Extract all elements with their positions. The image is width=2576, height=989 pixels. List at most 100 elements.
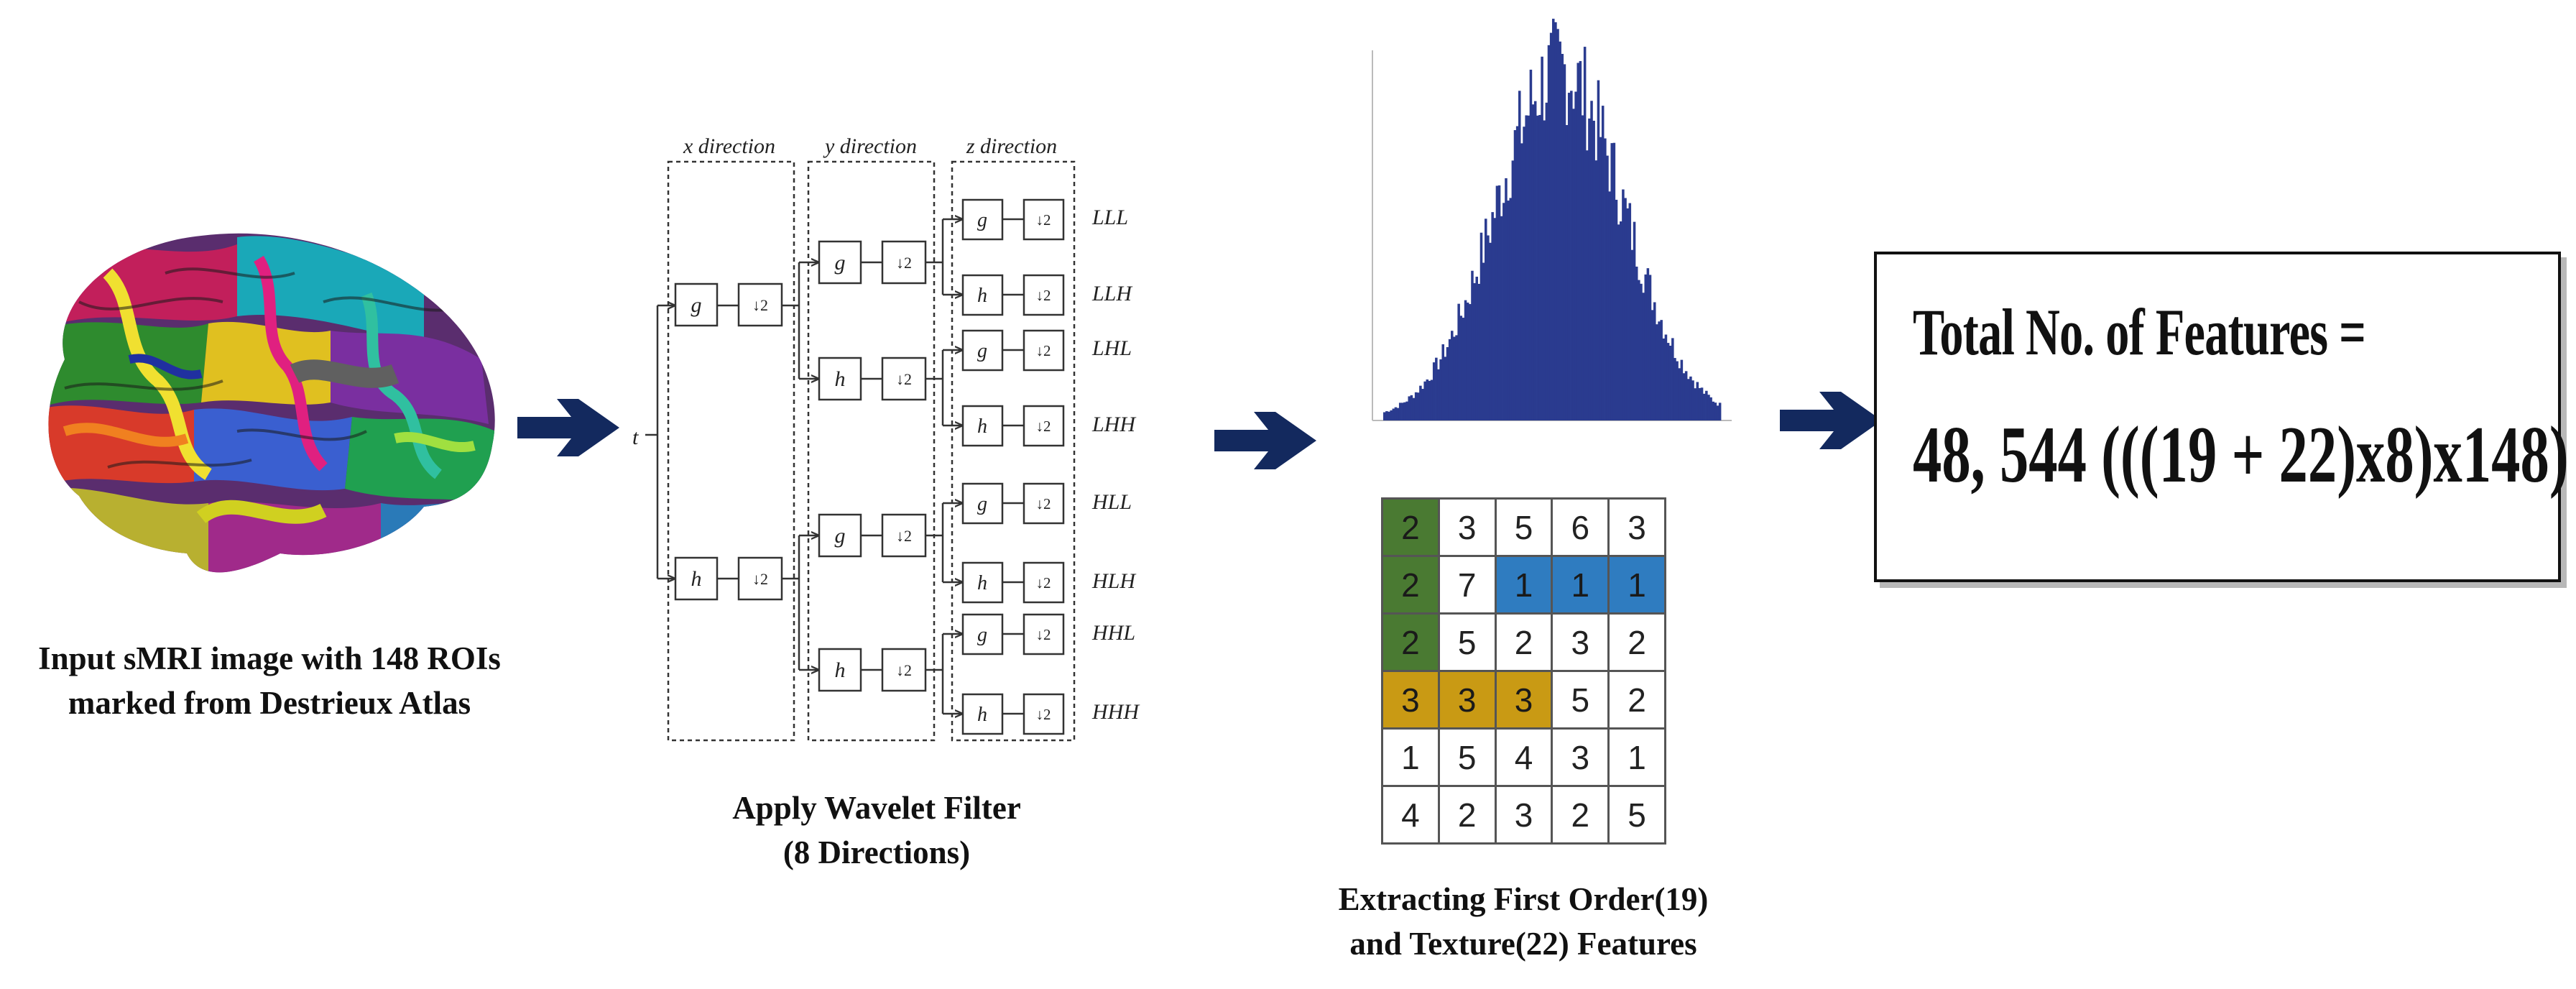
- z-filter-lhh: h ↓2: [961, 405, 1065, 447]
- svg-text:g: g: [835, 251, 846, 275]
- histogram-bar: [1606, 155, 1609, 421]
- matrix-cell: 6: [1551, 497, 1610, 557]
- matrix-cell: 2: [1381, 555, 1440, 615]
- histogram-bar: [1408, 396, 1411, 420]
- output-label-hlh: HLH: [1091, 569, 1137, 593]
- histogram-bar: [1646, 268, 1650, 420]
- histogram-bar: [1574, 91, 1577, 421]
- histogram-bar: [1455, 335, 1458, 420]
- histogram-bar: [1533, 101, 1537, 421]
- histogram-bar: [1435, 357, 1438, 420]
- flow-arrow-2: [1214, 412, 1316, 469]
- histogram-bar: [1417, 392, 1420, 420]
- histogram-bar: [1642, 293, 1645, 420]
- histogram-bar: [1590, 101, 1593, 420]
- svg-text:↓2: ↓2: [896, 254, 912, 272]
- histogram-bar: [1448, 339, 1451, 420]
- histogram-bar: [1385, 411, 1388, 420]
- histogram-bar: [1633, 221, 1636, 420]
- matrix-cell: 3: [1437, 497, 1497, 557]
- histogram-bar: [1718, 402, 1722, 420]
- histogram-bar: [1638, 280, 1640, 420]
- histogram-bar: [1457, 303, 1460, 420]
- histogram-bar: [1604, 138, 1607, 421]
- z-direction-header: z direction: [966, 134, 1057, 158]
- svg-text:g: g: [977, 493, 987, 515]
- histogram-bar: [1644, 274, 1647, 420]
- histogram-bar: [1559, 41, 1561, 421]
- histogram-bar: [1383, 412, 1386, 420]
- svg-text:h: h: [977, 285, 987, 307]
- features-caption-line1: Extracting First Order(19): [1338, 881, 1709, 917]
- output-label-lhh: LHH: [1091, 413, 1137, 436]
- matrix-cell: 2: [1494, 612, 1554, 672]
- histogram-bar: [1640, 283, 1643, 420]
- features-caption: Extracting First Order(19) and Texture(2…: [1243, 877, 1804, 966]
- histogram-bar: [1536, 115, 1539, 420]
- svg-text:↓2: ↓2: [1036, 706, 1051, 723]
- output-label-llh: LLH: [1091, 282, 1133, 305]
- histogram-bar: [1549, 32, 1553, 420]
- histogram-bar: [1597, 80, 1600, 421]
- histogram-bar: [1538, 114, 1541, 420]
- flow-arrow-1: [517, 399, 619, 456]
- z-direction-box: [951, 160, 1076, 742]
- total-features-formula: 48, 544 (((19 + 22)x8)x148): [1913, 410, 2569, 500]
- wavelet-caption: Apply Wavelet Filter (8 Directions): [640, 786, 1114, 875]
- histogram-bar: [1513, 130, 1517, 421]
- histogram-bar: [1495, 185, 1499, 420]
- histogram-bar: [1446, 346, 1449, 420]
- histogram-bar: [1653, 302, 1656, 420]
- histogram-bar: [1423, 381, 1426, 420]
- matrix-cell: 3: [1494, 670, 1554, 730]
- wavelet-caption-line2: (8 Directions): [783, 834, 971, 871]
- histogram-bar: [1565, 124, 1569, 421]
- histogram-bar: [1561, 53, 1564, 420]
- z-filter-llh: h ↓2: [961, 274, 1065, 316]
- histogram-bar: [1601, 106, 1605, 420]
- histogram-bar: [1426, 379, 1429, 420]
- svg-text:↓2: ↓2: [1036, 495, 1051, 512]
- features-caption-line2: and Texture(22) Features: [1349, 926, 1697, 962]
- svg-text:↓2: ↓2: [1036, 626, 1051, 643]
- histogram-bar: [1485, 218, 1487, 420]
- matrix-cell: 3: [1437, 670, 1497, 730]
- brain-caption-line2: marked from Destrieux Atlas: [68, 685, 471, 722]
- histogram-bar: [1694, 388, 1696, 420]
- histogram-bar: [1523, 126, 1525, 421]
- histogram-bar: [1489, 242, 1492, 420]
- histogram-bar: [1570, 91, 1573, 420]
- histogram-bar: [1716, 405, 1719, 420]
- matrix-cell: 2: [1551, 785, 1610, 845]
- y-filter-h-2: h ↓2: [818, 648, 927, 692]
- histogram-bar: [1628, 203, 1632, 420]
- histogram-bar: [1439, 359, 1442, 420]
- matrix-cell: 4: [1381, 785, 1440, 845]
- histogram-bar: [1500, 216, 1503, 420]
- histogram-bar: [1441, 344, 1444, 420]
- histogram-bar: [1678, 368, 1681, 420]
- svg-text:h: h: [977, 415, 987, 438]
- histogram-bar: [1437, 369, 1440, 420]
- matrix-cell: 5: [1551, 670, 1610, 730]
- histogram-bar: [1579, 60, 1582, 420]
- histogram-bar: [1412, 397, 1416, 420]
- histogram-bar: [1586, 150, 1589, 421]
- matrix-cell: 5: [1437, 727, 1497, 787]
- histogram-bar: [1505, 178, 1508, 421]
- histogram-bar: [1515, 126, 1519, 420]
- histogram-bar: [1509, 198, 1512, 420]
- histogram-bar: [1545, 102, 1548, 420]
- output-label-hll: HLL: [1091, 490, 1132, 514]
- histogram-bar: [1664, 334, 1668, 420]
- histogram-bar: [1572, 109, 1575, 420]
- svg-text:g: g: [977, 209, 987, 231]
- histogram-bar: [1471, 270, 1474, 420]
- histogram-bar: [1684, 371, 1688, 420]
- matrix-cell: 7: [1437, 555, 1497, 615]
